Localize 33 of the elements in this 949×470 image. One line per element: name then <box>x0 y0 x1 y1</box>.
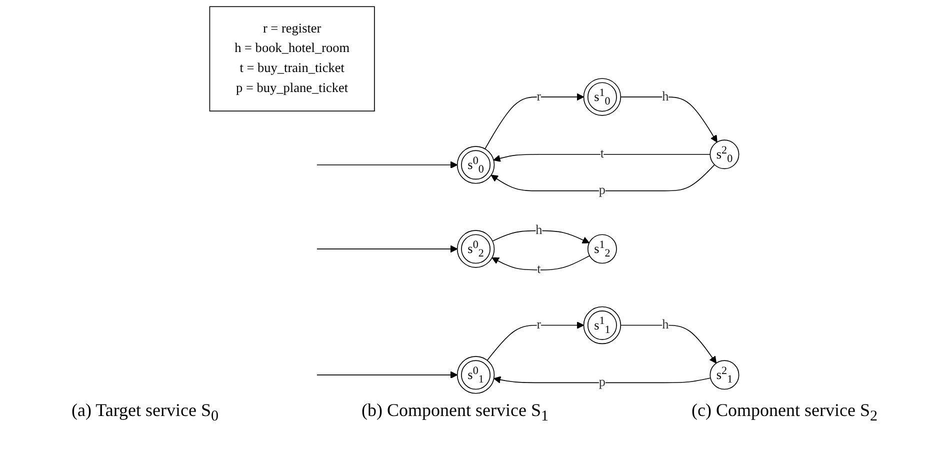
node-circle <box>584 306 622 344</box>
figure-caption: (c) Component service S$_{2}$ <box>692 400 878 426</box>
node-circle <box>710 140 740 170</box>
figure-caption: (a) Target service S$_{0}$ <box>72 400 219 426</box>
edge-label: t <box>600 146 604 161</box>
edge-label: r <box>537 89 542 104</box>
arrow <box>492 255 590 270</box>
arrow <box>316 161 458 169</box>
arrow <box>494 376 712 384</box>
node-circle <box>457 356 495 394</box>
arrow <box>316 245 458 253</box>
node-circle <box>457 146 495 184</box>
arrow <box>620 96 718 142</box>
arrow <box>316 371 458 379</box>
figure-caption: (b) Component service S$_{1}$ <box>362 400 549 426</box>
arrow <box>491 164 716 192</box>
node-box <box>210 6 376 112</box>
node-circle <box>710 360 740 390</box>
arrow <box>492 230 590 244</box>
edge-label: h <box>662 318 669 332</box>
arrow <box>620 324 717 364</box>
edge-label: h <box>662 89 669 104</box>
arrow <box>494 154 711 162</box>
edge-label: r <box>537 318 542 332</box>
arrow <box>484 93 584 150</box>
edge-label: h <box>536 223 543 238</box>
edge-label: t <box>537 262 542 277</box>
node-circle <box>588 234 618 264</box>
node-circle <box>584 78 622 116</box>
edge-label: p <box>599 375 606 390</box>
node-circle <box>457 230 495 268</box>
arrow <box>487 322 584 361</box>
edge-label: p <box>599 183 606 198</box>
